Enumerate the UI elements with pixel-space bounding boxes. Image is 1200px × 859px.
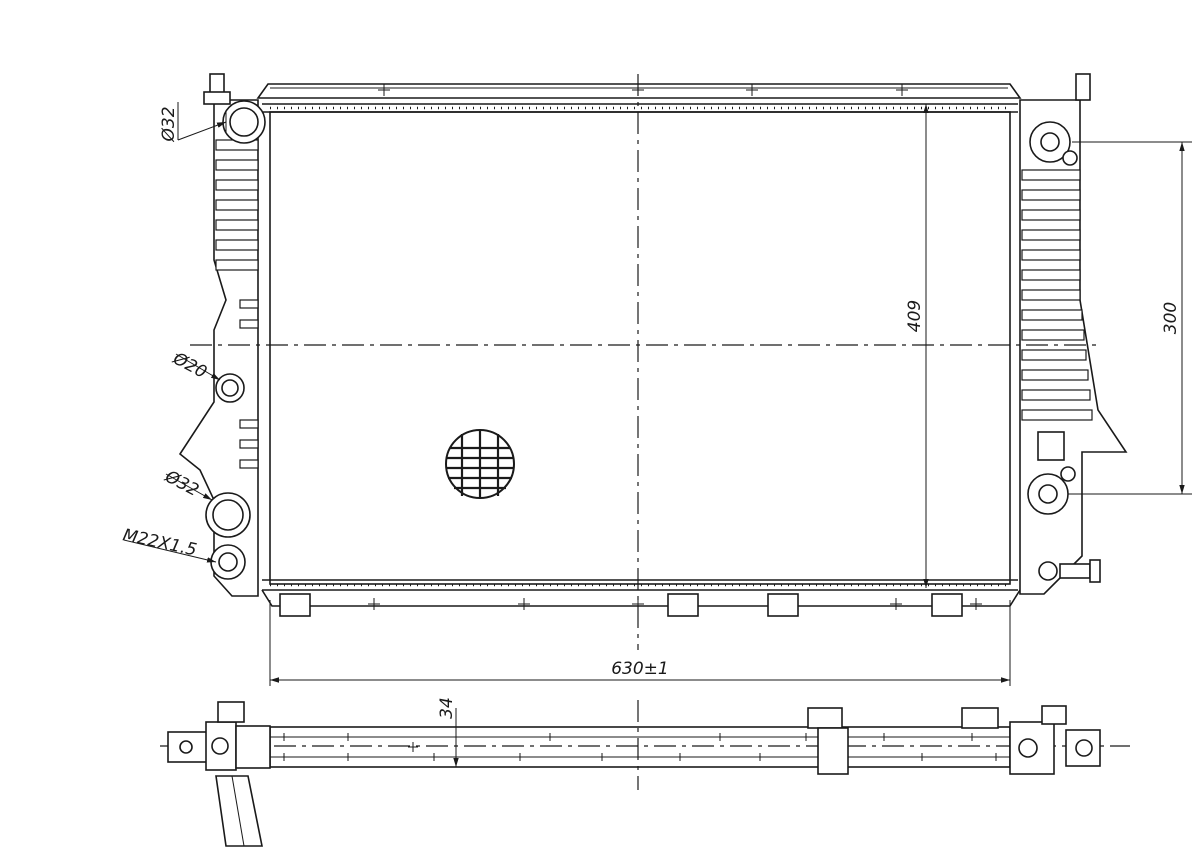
width-dimension-label: 630±1 bbox=[611, 659, 669, 679]
dimension-width: 630±1 bbox=[269, 600, 1011, 686]
upper-mount-boss bbox=[1029, 121, 1078, 166]
bottom-mount-tab bbox=[279, 593, 311, 617]
mount-spacing-label: 300 bbox=[1161, 302, 1181, 334]
top-rail-fasteners bbox=[368, 84, 982, 610]
outlet-pipe bbox=[205, 492, 251, 538]
vent-nipple-base bbox=[203, 91, 231, 105]
callout-inlet: Ø32 bbox=[159, 102, 227, 143]
left-tank bbox=[178, 99, 259, 597]
outlet-diameter-label: Ø32 bbox=[161, 466, 202, 501]
drain-plug bbox=[210, 544, 246, 580]
drain-thread-label: M22X1.5 bbox=[121, 525, 199, 560]
inlet-diameter-label: Ø32 bbox=[159, 106, 179, 142]
dimension-mount-spacing: 300 bbox=[1068, 141, 1192, 495]
fan-symbol bbox=[445, 429, 515, 499]
callout-outlet: Ø32 bbox=[161, 466, 213, 501]
right-vent-nipple bbox=[1075, 73, 1091, 101]
bottom-mount-tab bbox=[767, 593, 799, 617]
sensor-port bbox=[215, 373, 245, 403]
bottom-mount-tab bbox=[931, 593, 963, 617]
right-tank-fins bbox=[1021, 169, 1093, 421]
top-view: 34 bbox=[160, 697, 1130, 847]
inlet-pipe bbox=[222, 100, 266, 144]
right-sensor-connector bbox=[1038, 559, 1101, 583]
callout-drain: M22X1.5 bbox=[121, 525, 217, 563]
top-view-outlet-pipe bbox=[215, 775, 263, 847]
lower-mount-boss bbox=[1027, 431, 1076, 515]
sensor-diameter-label: Ø20 bbox=[169, 348, 210, 383]
left-tank-fins bbox=[215, 139, 259, 469]
front-view bbox=[178, 73, 1128, 650]
top-view-core bbox=[269, 726, 1011, 768]
depth-dimension-label: 34 bbox=[437, 697, 457, 719]
callout-sensor: Ø20 bbox=[169, 348, 221, 383]
height-dimension-label: 409 bbox=[905, 300, 925, 332]
radiator-core bbox=[269, 111, 1011, 585]
dimension-height: 409 bbox=[905, 104, 929, 588]
bottom-mount-tab bbox=[667, 593, 699, 617]
